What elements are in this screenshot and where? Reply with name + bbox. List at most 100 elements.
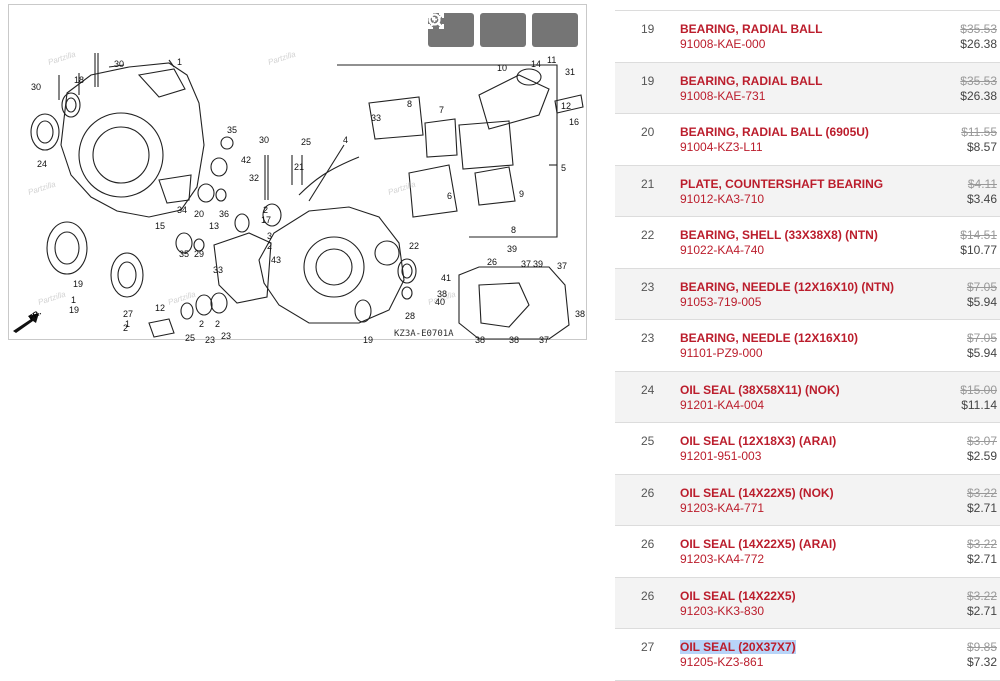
callout-number[interactable]: 25: [301, 137, 311, 147]
callout-number[interactable]: 2: [263, 205, 268, 215]
callout-number[interactable]: 13: [209, 221, 219, 231]
part-name-link[interactable]: BEARING, SHELL (33X38X8) (NTN): [680, 228, 878, 242]
callout-number[interactable]: 30: [31, 82, 41, 92]
zoom-out-button[interactable]: [428, 13, 526, 47]
part-name-link[interactable]: OIL SEAL (12X18X3) (ARAI): [680, 434, 837, 448]
callout-number[interactable]: 11: [547, 55, 556, 65]
callout-number[interactable]: 38: [509, 335, 519, 345]
sale-price: $10.77: [960, 243, 997, 257]
callout-number[interactable]: 37: [557, 261, 567, 271]
part-name-link[interactable]: BEARING, RADIAL BALL (6905U): [680, 125, 869, 139]
callout-number[interactable]: 34: [177, 205, 187, 215]
part-number-link[interactable]: 91201-KA4-004: [680, 397, 765, 412]
callout-number[interactable]: 2: [267, 241, 272, 251]
callout-number[interactable]: 25: [185, 333, 195, 343]
callout-number[interactable]: 19: [363, 335, 373, 345]
part-number-link[interactable]: 91205-KZ3-861: [680, 655, 764, 669]
callout-number[interactable]: 31: [565, 67, 575, 77]
callout-number[interactable]: 29: [194, 249, 204, 259]
part-number-link[interactable]: 91203-KK3-830: [680, 603, 765, 618]
callout-number[interactable]: 23: [205, 335, 215, 345]
callout-number[interactable]: 1: [71, 295, 76, 305]
callout-number[interactable]: 24: [37, 159, 47, 169]
part-number-link[interactable]: 91203-KA4-772: [680, 552, 765, 566]
sale-price: $11.14: [961, 397, 997, 412]
part-name-link[interactable]: BEARING, RADIAL BALL: [680, 73, 823, 88]
callout-number[interactable]: 19: [69, 305, 79, 315]
callout-number[interactable]: 36: [219, 209, 229, 219]
part-name-link[interactable]: OIL SEAL (14X22X5): [680, 588, 796, 603]
callout-number[interactable]: 15: [155, 221, 165, 231]
callout-number[interactable]: 35: [227, 125, 237, 135]
callout-number[interactable]: 43: [271, 255, 281, 265]
part-number-link[interactable]: 91008-KAE-731: [680, 88, 766, 103]
callout-number[interactable]: 19: [73, 279, 83, 289]
callout-number[interactable]: 30: [114, 59, 124, 69]
part-number-link[interactable]: 91022-KA4-740: [680, 243, 765, 257]
part-number-link[interactable]: 91053-719-005: [680, 294, 762, 309]
callout-number[interactable]: 2: [215, 319, 220, 329]
callout-number[interactable]: 4: [343, 135, 348, 145]
callout-number[interactable]: 40: [435, 297, 445, 307]
parts-diagram[interactable]: Partzilla Partzilla Partzilla Partzilla …: [8, 4, 587, 345]
callout-number[interactable]: 42: [241, 155, 251, 165]
callout-number[interactable]: 9: [519, 189, 524, 199]
callout-number[interactable]: 12: [155, 303, 165, 313]
callout-number[interactable]: 8: [407, 99, 412, 109]
callout-number[interactable]: 1: [177, 57, 182, 67]
reference-number: 25: [641, 434, 655, 448]
fullscreen-button[interactable]: [428, 13, 578, 47]
callout-number[interactable]: 35: [179, 249, 189, 259]
part-number-link[interactable]: 91012-KA3-710: [680, 191, 765, 206]
callout-number[interactable]: 10: [497, 63, 507, 73]
callout-number[interactable]: 32: [249, 173, 259, 183]
callout-number[interactable]: 26: [487, 257, 497, 267]
callout-number[interactable]: 21: [294, 162, 304, 172]
part-number-link[interactable]: 91203-KA4-771: [680, 500, 765, 515]
callout-number[interactable]: 30: [259, 135, 269, 145]
callout-number[interactable]: 16: [569, 117, 579, 127]
part-number-link[interactable]: 91101-PZ9-000: [680, 346, 763, 360]
part-number-link[interactable]: 91201-951-003: [680, 449, 762, 463]
callout-number[interactable]: 8: [511, 225, 516, 235]
part-number-link[interactable]: 91008-KAE-000: [680, 37, 766, 51]
callout-number[interactable]: 14: [531, 59, 541, 69]
callout-number[interactable]: 20: [194, 209, 204, 219]
callout-number[interactable]: 33: [213, 265, 223, 275]
part-number-link[interactable]: 91004-KZ3-L11: [680, 140, 763, 154]
callout-number[interactable]: 41: [441, 273, 451, 283]
part-name-link[interactable]: OIL SEAL (38X58X11) (NOK): [680, 382, 840, 397]
callout-number[interactable]: 7: [439, 105, 444, 115]
callout-number[interactable]: 27: [123, 309, 133, 319]
part-name-link[interactable]: BEARING, NEEDLE (12X16X10): [680, 331, 859, 345]
reference-number: 26: [641, 537, 655, 551]
callout-number[interactable]: 6: [447, 191, 452, 201]
callout-number[interactable]: 2: [123, 323, 128, 333]
callout-number[interactable]: 22: [409, 241, 419, 251]
part-name-link[interactable]: OIL SEAL (14X22X5) (ARAI): [680, 537, 837, 551]
callout-number[interactable]: 28: [405, 311, 415, 321]
callout-number[interactable]: 12: [561, 101, 571, 111]
part-name-link[interactable]: OIL SEAL (14X22X5) (NOK): [680, 485, 834, 500]
callout-number[interactable]: 17: [261, 215, 271, 225]
callout-number[interactable]: 39: [533, 259, 543, 269]
callout-number[interactable]: 33: [371, 113, 381, 123]
callout-number[interactable]: 1: [125, 319, 130, 329]
callout-number[interactable]: 38: [575, 309, 585, 319]
callout-number[interactable]: 38: [475, 335, 485, 345]
callout-number[interactable]: 38: [437, 289, 447, 299]
callout-number[interactable]: 23: [221, 331, 231, 341]
part-name-link[interactable]: OIL SEAL (20X37X7): [680, 640, 796, 654]
callout-number[interactable]: 39: [507, 244, 517, 254]
callout-number[interactable]: 5: [561, 163, 566, 173]
part-name-link[interactable]: PLATE, COUNTERSHAFT BEARING: [680, 176, 884, 191]
part-name-link[interactable]: BEARING, RADIAL BALL: [680, 22, 823, 36]
callout-number[interactable]: 37: [521, 259, 531, 269]
part-name-link[interactable]: BEARING, NEEDLE (12X16X10) (NTN): [680, 279, 895, 294]
callout-number[interactable]: 2: [199, 319, 204, 329]
callout-number[interactable]: 18: [74, 75, 84, 85]
callout-number[interactable]: 3: [267, 231, 272, 241]
callout-number[interactable]: 37: [539, 335, 549, 345]
